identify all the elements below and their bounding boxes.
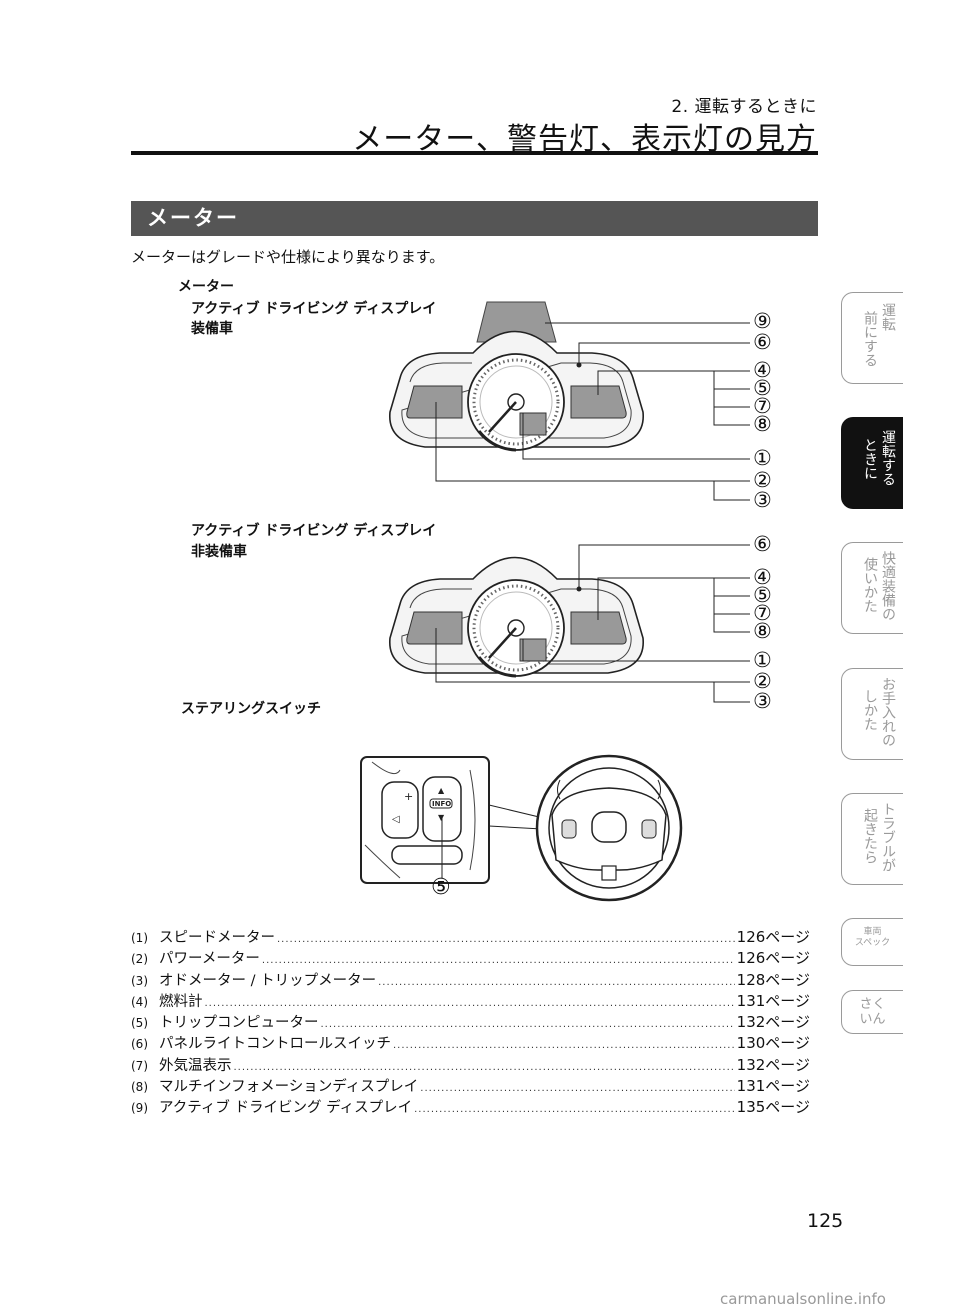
callout2-3: ③	[753, 689, 772, 713]
svg-text:+: +	[404, 790, 413, 803]
callout2-5: ⑤	[753, 583, 772, 607]
callout-2: ②	[753, 468, 772, 492]
steering-switch-label: ステアリングスイッチ	[181, 701, 321, 717]
list-item[interactable]: (1)スピードメーター.............................…	[131, 928, 810, 946]
variant2-label-line1: アクティブ ドライビング ディスプレイ	[191, 523, 437, 539]
list-item[interactable]: (2)パワーメーター..............................…	[131, 949, 810, 968]
header-divider	[131, 151, 818, 155]
callout2-6: ⑥	[753, 532, 772, 556]
reference-list: (1)スピードメーター.............................…	[131, 926, 810, 1118]
chapter-subtitle: 2. 運転するときに	[671, 97, 817, 117]
steering-switch-figure: + ◁ ▲ INFO ▼	[360, 754, 683, 902]
list-item[interactable]: (7)外気温表示................................…	[131, 1055, 810, 1074]
footer-watermark: carmanualsonline.info	[720, 1290, 886, 1308]
volume-switch	[381, 781, 419, 839]
left-display-2	[406, 611, 463, 645]
list-item[interactable]: (4)燃料計..................................…	[131, 991, 810, 1010]
callout2-1: ①	[753, 648, 772, 672]
callout-1: ①	[753, 446, 772, 470]
left-display	[406, 385, 463, 419]
info-label: INFO	[432, 800, 451, 808]
tab-troubleshooting[interactable]: トラブルが 起きたら	[841, 793, 903, 885]
variant2-label-line2: 非装備車	[191, 544, 247, 560]
svg-text:▲: ▲	[438, 786, 445, 795]
callout2-4: ④	[753, 565, 772, 589]
section-heading: メーター	[131, 201, 818, 236]
list-item[interactable]: (6)パネルライトコントロールスイッチ.....................…	[131, 1034, 810, 1053]
callout2-2: ②	[753, 669, 772, 693]
callout-3: ③	[753, 488, 772, 512]
list-item[interactable]: (3)オドメーター / トリップメーター....................…	[131, 970, 810, 989]
svg-text:◁: ◁	[392, 814, 400, 825]
callout2-8: ⑧	[753, 619, 772, 643]
meter-diagram: + ◁ ▲ INFO ▼	[360, 301, 750, 902]
meter-cluster-with-ad-display	[389, 301, 750, 501]
tab-while-driving[interactable]: 運転する ときに	[841, 417, 903, 509]
callout-9: ⑨	[753, 309, 772, 333]
list-item[interactable]: (5)トリップコンピューター..........................…	[131, 1013, 810, 1032]
page-number: 125	[807, 1210, 844, 1232]
variant1-label-line1: アクティブ ドライビング ディスプレイ	[191, 301, 437, 317]
list-item[interactable]: (9)アクティブ ドライビング ディスプレイ..................…	[131, 1098, 810, 1117]
meter-label: メーター	[178, 279, 234, 295]
right-display	[570, 385, 627, 419]
active-driving-display-panel	[476, 301, 557, 343]
callout-7: ⑦	[753, 394, 772, 418]
tab-maintenance[interactable]: お手入れの しかた	[841, 668, 903, 760]
center-display-2	[519, 638, 547, 662]
callout-6: ⑥	[753, 330, 772, 354]
callout-switch-5: ⑤	[431, 875, 451, 900]
voice-switch	[391, 845, 463, 865]
list-item[interactable]: (8)マルチインフォメーションディスプレイ...................…	[131, 1077, 810, 1096]
meter-cluster-without-ad-display	[389, 544, 750, 703]
variant1-label-line2: 装備車	[191, 321, 233, 337]
callout-5: ⑤	[753, 376, 772, 400]
callout-8: ⑧	[753, 412, 772, 436]
intro-text: メーターはグレードや仕様により異なります。	[131, 248, 445, 266]
right-display-2	[570, 611, 627, 645]
tab-before-driving[interactable]: 運転 前にする	[841, 292, 903, 384]
callout2-7: ⑦	[753, 601, 772, 625]
callout-4: ④	[753, 358, 772, 382]
center-display	[519, 412, 547, 436]
tab-comfort-features[interactable]: 快適装備の 使いかた	[841, 542, 903, 634]
tab-vehicle-specs[interactable]: 車両 スペック	[841, 918, 903, 966]
tab-index[interactable]: さく いん	[841, 990, 903, 1034]
